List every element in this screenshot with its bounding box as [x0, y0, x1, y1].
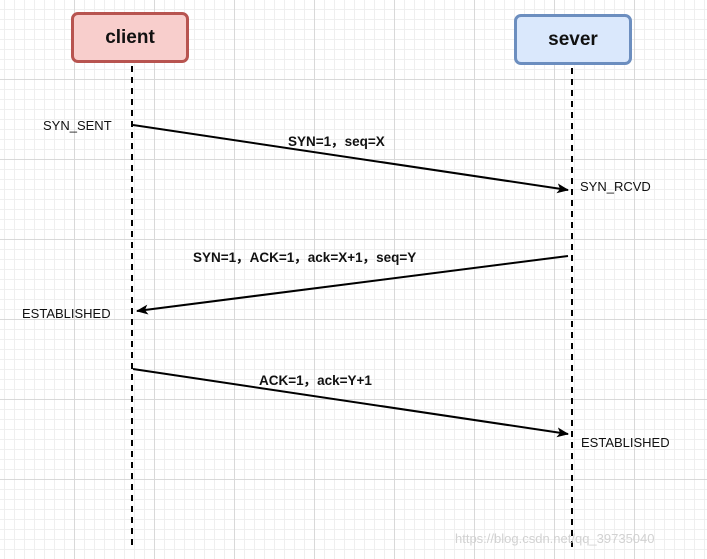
- server-actor-box: sever: [514, 14, 632, 65]
- message-label-syn-ack: SYN=1，ACK=1，ack=X+1，seq=Y: [193, 250, 417, 265]
- client-state-established: ESTABLISHED: [22, 306, 111, 321]
- syn-arrow: [132, 124, 569, 194]
- server-state-established: ESTABLISHED: [581, 435, 670, 450]
- watermark-text: https://blog.csdn.net/qq_39735040: [455, 531, 655, 546]
- ack-arrow: [132, 368, 569, 438]
- client-label: client: [105, 26, 155, 48]
- server-label: sever: [548, 28, 598, 50]
- syn-ack-arrow: [136, 255, 569, 315]
- message-label-ack: ACK=1，ack=Y+1: [259, 373, 372, 388]
- message-label-syn: SYN=1，seq=X: [288, 134, 385, 149]
- server-state-syn-rcvd: SYN_RCVD: [580, 179, 651, 194]
- client-actor-box: client: [71, 12, 189, 63]
- client-state-syn-sent: SYN_SENT: [43, 118, 112, 133]
